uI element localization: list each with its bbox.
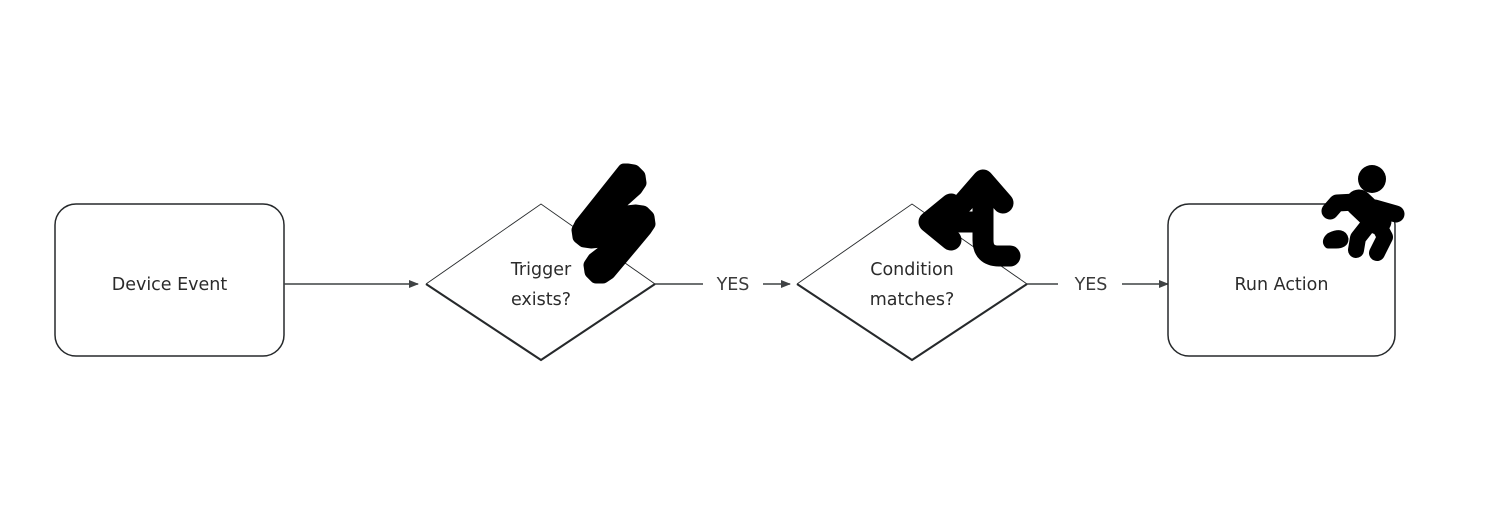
- device-event-shape: [54, 203, 285, 357]
- node-condition-matches[interactable]: Condition matches?: [796, 169, 1028, 362]
- node-run-action[interactable]: Run Action: [1167, 165, 1405, 357]
- node-trigger-exists[interactable]: Trigger exists?: [425, 163, 656, 362]
- edge-condition-to-action-label: YES: [1074, 275, 1108, 295]
- trigger-exists-shape-lower: [425, 283, 656, 362]
- device-event-label: Device Event: [112, 275, 228, 295]
- node-device-event[interactable]: Device Event: [54, 203, 285, 357]
- edge-trigger-to-condition-label: YES: [716, 275, 750, 295]
- running-person-icon: [1321, 165, 1405, 261]
- condition-matches-label-line2: matches?: [870, 290, 955, 310]
- branch-arrow-icon: [918, 169, 1021, 267]
- lightning-bolt-icon: [571, 163, 656, 284]
- condition-matches-label-line1: Condition: [870, 260, 954, 280]
- run-action-label: Run Action: [1235, 275, 1329, 295]
- edge-condition-to-action: YES: [1027, 275, 1169, 295]
- trigger-exists-label-line1: Trigger: [510, 260, 572, 280]
- condition-matches-shape-lower: [796, 283, 1028, 362]
- trigger-exists-label-line2: exists?: [511, 290, 571, 310]
- edge-trigger-to-condition: YES: [655, 275, 791, 295]
